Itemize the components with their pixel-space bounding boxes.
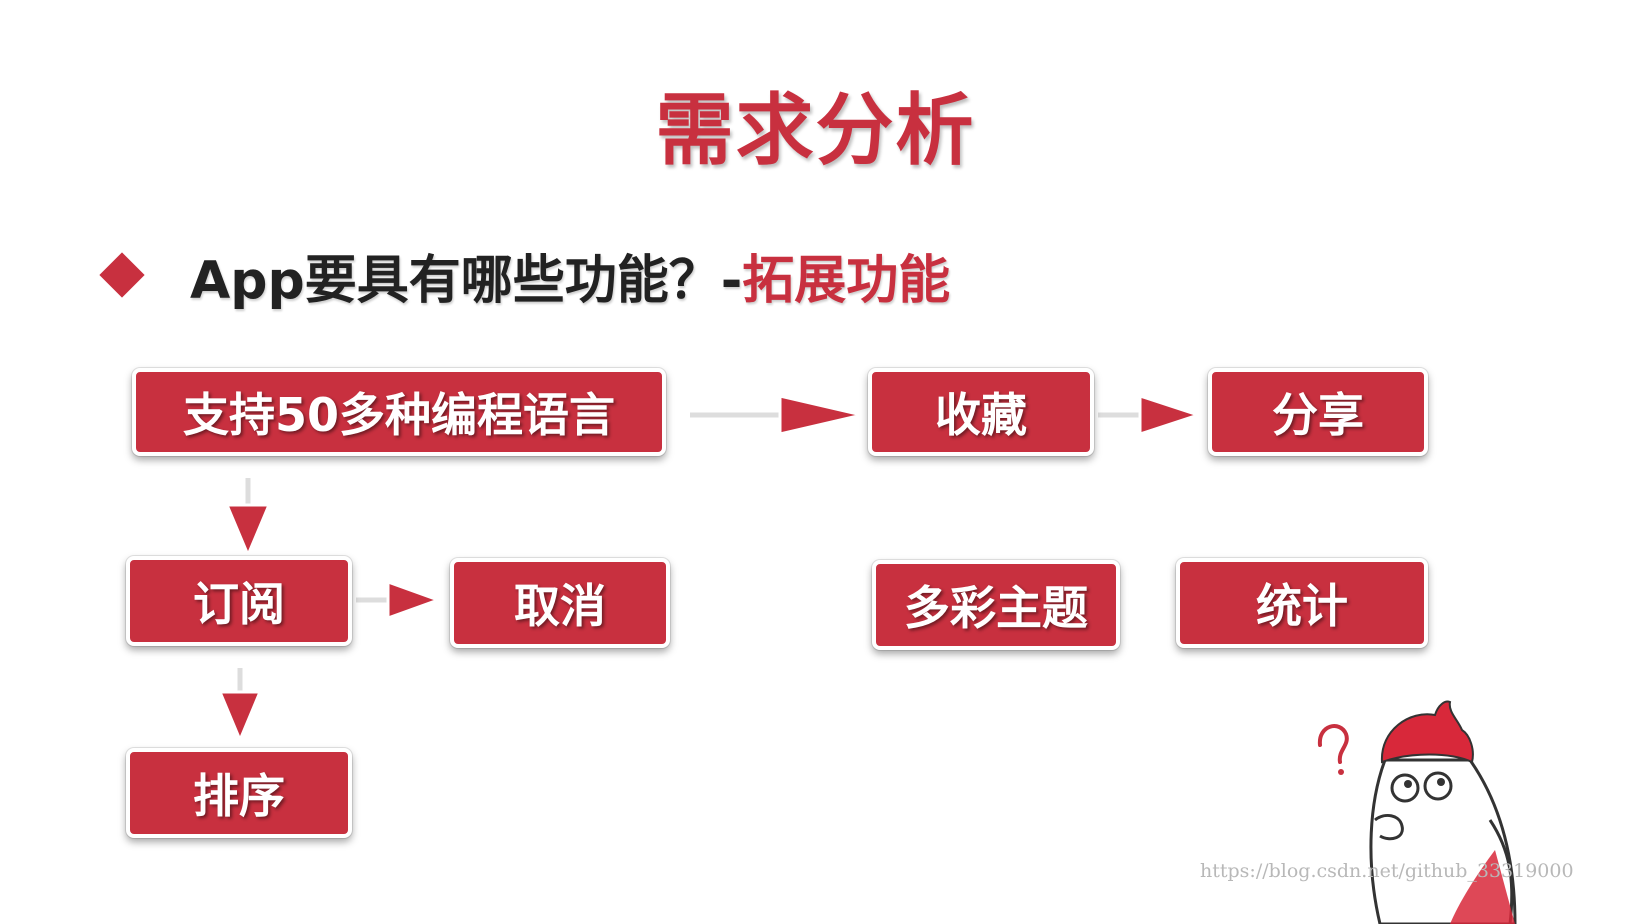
node-favorite: 收藏 bbox=[868, 368, 1094, 456]
slide-title: 需求分析 bbox=[655, 86, 976, 176]
node-languages: 支持50多种编程语言 bbox=[132, 368, 666, 456]
node-share: 分享 bbox=[1208, 368, 1428, 456]
node-themes: 多彩主题 bbox=[872, 560, 1120, 650]
thinking-mascot-icon bbox=[1317, 700, 1517, 924]
arrow-down-icon bbox=[218, 690, 262, 742]
node-stats: 统计 bbox=[1176, 558, 1428, 648]
node-subscribe: 订阅 bbox=[126, 556, 352, 646]
watermark-url: https://blog.csdn.net/github_33319000 bbox=[1200, 860, 1574, 882]
arrow-right-icon bbox=[1138, 394, 1200, 436]
arrow-right-icon bbox=[778, 394, 864, 436]
heading-text: App要具有哪些功能？-拓展功能 bbox=[190, 238, 950, 313]
heading-main: App要具有哪些功能？- bbox=[190, 250, 743, 311]
arrow-right-icon bbox=[386, 580, 440, 620]
arrow-down-icon bbox=[225, 503, 271, 557]
heading-accent: 拓展功能 bbox=[742, 250, 951, 311]
bullet-heading: App要具有哪些功能？-拓展功能 bbox=[96, 238, 950, 313]
node-cancel: 取消 bbox=[450, 558, 670, 648]
node-sort: 排序 bbox=[126, 748, 352, 838]
